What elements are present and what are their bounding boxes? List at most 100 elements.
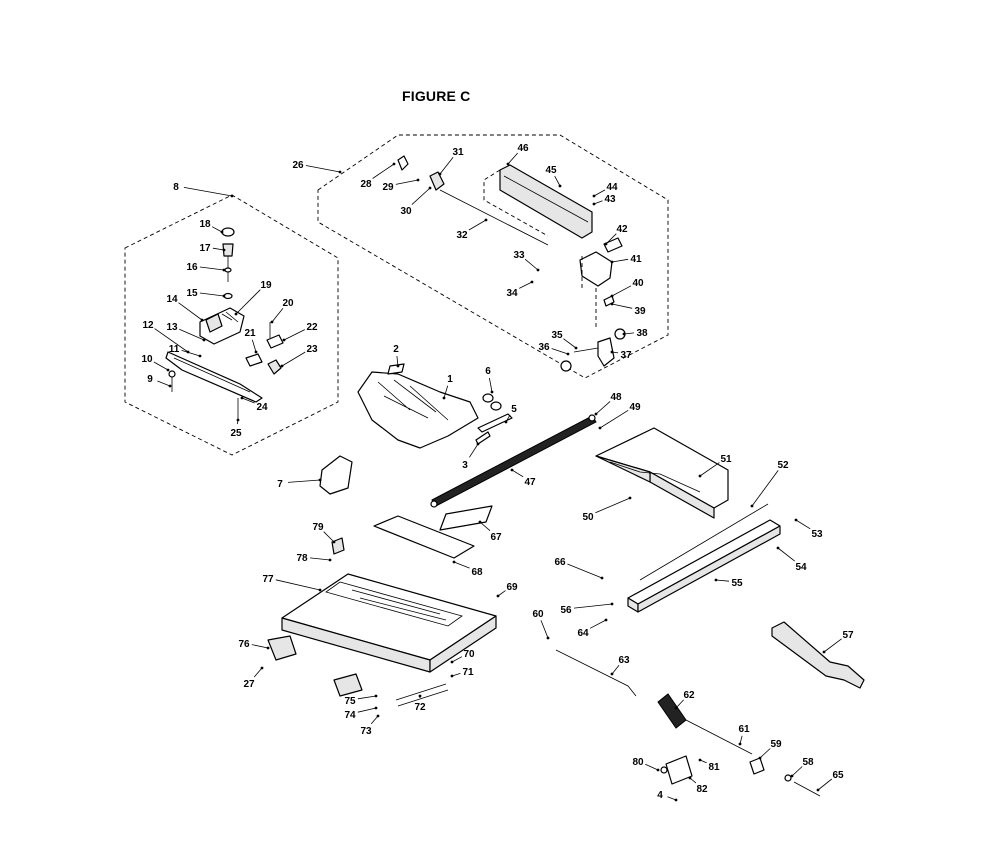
leader-line-41 [611,258,629,263]
part-number-77: 77 [262,574,274,585]
part-number-37: 37 [620,350,632,361]
leader-tip-3 [476,442,480,446]
part-number-32: 32 [456,230,468,241]
leader-tip-59 [758,756,762,760]
callout-32: 32 [456,218,488,241]
part-number-70: 70 [463,649,475,660]
leader-line-24 [241,397,255,404]
callout-5: 5 [504,404,517,424]
group-boundary-26 [317,134,669,379]
leader-tip-17 [222,248,226,252]
callout-4: 4 [657,790,678,802]
part-number-67: 67 [490,532,502,543]
callout-66: 66 [554,557,604,580]
leader-line-73 [370,715,379,725]
callout-62: 62 [674,690,695,710]
leader-tip-66 [600,576,604,580]
part-number-14: 14 [166,294,178,305]
leader-line-76 [251,644,269,649]
part-number-71: 71 [462,667,474,678]
callout-24: 24 [240,396,268,413]
part-number-11: 11 [169,344,180,355]
part-number-66: 66 [554,557,566,568]
leader-line-32 [468,219,487,231]
leader-line-42 [605,233,617,245]
leader-tip-15 [222,294,226,298]
leader-tip-8 [230,194,234,198]
leader-tip-68 [452,560,456,564]
leader-tip-82 [688,776,692,780]
part-number-19: 19 [260,280,272,291]
leader-line-68 [453,561,470,569]
part-number-13: 13 [166,322,178,333]
leader-line-40 [611,285,632,297]
leader-line-27 [253,667,263,678]
part-number-28: 28 [360,179,372,190]
part-number-65: 65 [832,770,844,781]
leader-line-58 [791,766,803,777]
callout-16: 16 [186,262,226,273]
leader-tip-14 [200,318,204,322]
leader-tip-49 [598,426,602,430]
leader-tip-79 [332,540,336,544]
callout-61: 61 [738,724,750,746]
part-number-57: 57 [842,630,854,641]
callout-51: 51 [698,454,732,478]
leader-tip-4 [674,798,678,802]
callout-18: 18 [199,219,224,234]
leader-line-49 [599,409,629,429]
leader-line-30 [411,187,431,205]
part-number-64: 64 [577,628,589,639]
part-number-12: 12 [142,320,154,331]
leader-tip-69 [496,594,500,598]
leader-line-19 [235,289,261,315]
callout-15: 15 [186,288,226,299]
part-number-43: 43 [604,194,616,205]
callout-67: 67 [478,520,502,543]
callout-79: 79 [312,522,336,544]
callout-35: 35 [551,330,578,350]
leader-tip-72 [418,694,422,698]
leader-line-39 [611,303,633,309]
leader-tip-22 [282,338,286,342]
leader-tip-20 [270,320,274,324]
part-number-79: 79 [312,522,324,533]
leader-line-65 [817,778,833,791]
callout-50: 50 [582,496,632,523]
callout-26: 26 [292,160,342,174]
part-number-22: 22 [306,322,318,333]
callout-69: 69 [496,582,518,598]
leader-line-29 [395,179,419,185]
leader-tip-73 [376,714,380,718]
part-number-17: 17 [199,243,211,254]
callout-81: 81 [698,758,720,773]
part-number-16: 16 [186,262,198,273]
leader-line-43 [593,200,603,205]
callout-21: 21 [244,328,258,354]
leader-tip-50 [628,496,632,500]
leader-tip-57 [822,650,826,654]
part-number-8: 8 [173,182,179,193]
callout-10: 10 [141,354,170,372]
part-number-1: 1 [447,374,453,385]
leader-line-62 [675,699,684,709]
part-number-21: 21 [244,328,256,339]
callout-38: 38 [622,328,648,339]
part-number-82: 82 [696,784,708,795]
callout-30: 30 [400,186,432,217]
part-number-3: 3 [462,460,468,471]
callout-72: 72 [414,694,426,713]
callout-82: 82 [688,776,708,795]
part-number-53: 53 [811,529,823,540]
leader-tip-44 [592,194,596,198]
part-number-69: 69 [506,582,518,593]
part-number-63: 63 [618,655,630,666]
part-number-41: 41 [630,254,642,265]
leader-line-44 [593,189,606,197]
leader-tip-78 [328,558,332,562]
figure-title: FIGURE C [402,88,471,104]
leader-line-15 [199,292,225,297]
leader-line-17 [212,247,225,251]
leader-tip-70 [450,660,454,664]
